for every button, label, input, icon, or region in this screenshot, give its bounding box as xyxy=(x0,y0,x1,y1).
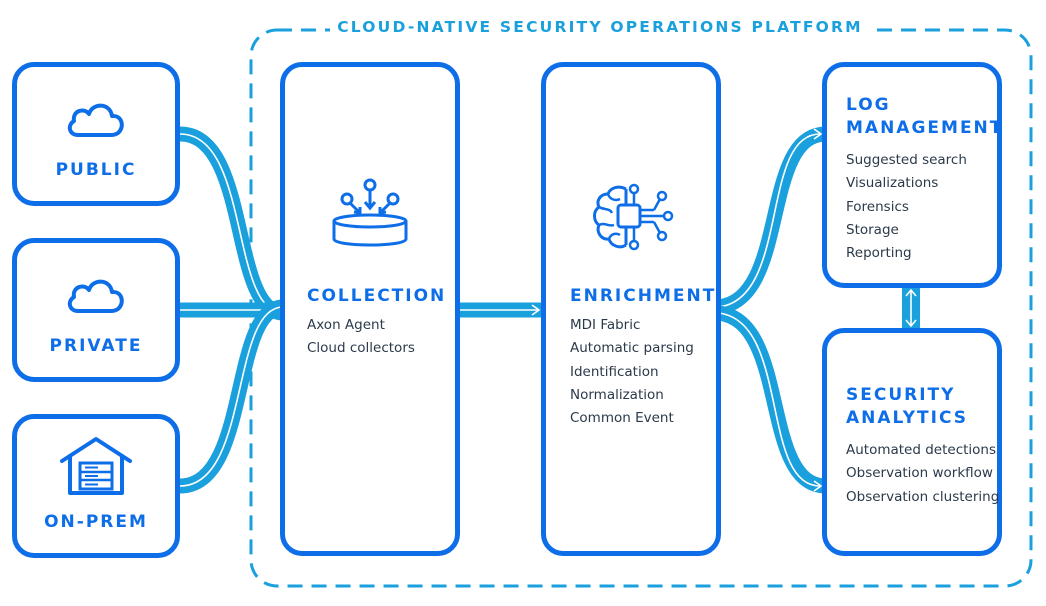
flow-public-to-collection xyxy=(172,126,290,321)
cloud-icon xyxy=(67,103,124,137)
list-item: Automated detections xyxy=(846,442,997,458)
security-analytics-box: SECURITY ANALYTICS Automated detections … xyxy=(822,328,1002,556)
list-item: Forensics xyxy=(846,198,909,215)
log-management-items: Suggested search Visualizations Forensic… xyxy=(846,149,967,265)
security-analytics-title: SECURITY ANALYTICS xyxy=(846,384,968,430)
source-flows xyxy=(172,126,290,494)
list-item: MDI Fabric xyxy=(570,317,641,333)
brain-chip-icon xyxy=(593,183,674,251)
source-box-public: PUBLIC xyxy=(12,62,180,206)
log-management-box: LOG MANAGEMENT Suggested search Visualiz… xyxy=(822,62,1002,288)
collection-tray-icon xyxy=(332,178,408,247)
flow-enrichment-to-security-analytics xyxy=(716,305,827,494)
list-item: Reporting xyxy=(846,245,912,262)
security-analytics-title-line1: SECURITY xyxy=(846,385,956,405)
list-item: Visualizations xyxy=(846,175,939,192)
enrichment-box: ENRICHMENT MDI Fabric Automatic parsing … xyxy=(541,62,721,556)
flow-onprem-to-collection xyxy=(172,299,290,494)
enrichment-items: MDI Fabric Automatic parsing Identificat… xyxy=(570,314,694,430)
source-label-on-prem: ON-PREM xyxy=(44,512,148,532)
list-item: Identification xyxy=(570,363,659,380)
list-item: Normalization xyxy=(570,386,664,403)
source-label-private: PRIVATE xyxy=(49,336,143,356)
list-item: Axon Agent xyxy=(307,317,385,333)
list-item: Cloud collectors xyxy=(307,340,415,357)
source-box-private: PRIVATE xyxy=(12,238,180,382)
list-item: Suggested search xyxy=(846,152,967,168)
security-analytics-items: Automated detections Observation workflo… xyxy=(846,439,999,509)
source-box-on-prem: ON-PREM xyxy=(12,414,180,558)
collection-to-enrichment-flow xyxy=(458,302,544,318)
log-management-title: LOG MANAGEMENT xyxy=(846,94,1003,140)
source-label-public: PUBLIC xyxy=(55,160,137,180)
bidirectional-connector xyxy=(902,288,920,328)
collection-title: COLLECTION xyxy=(307,286,447,306)
building-server-icon xyxy=(60,437,132,495)
cloud-icon xyxy=(67,279,124,313)
log-management-title-line1: LOG xyxy=(846,95,891,115)
list-item: Observation workflow xyxy=(846,465,993,482)
list-item: Storage xyxy=(846,221,899,238)
flow-enrichment-to-log-management xyxy=(716,126,827,315)
list-item: Observation clustering xyxy=(846,488,1000,505)
enrichment-to-outputs-flows xyxy=(716,126,827,494)
collection-items: Axon Agent Cloud collectors xyxy=(307,314,415,361)
enrichment-title: ENRICHMENT xyxy=(570,286,717,306)
list-item: Automatic parsing xyxy=(570,340,694,357)
log-management-title-line2: MANAGEMENT xyxy=(846,118,1004,138)
list-item: Common Event xyxy=(570,410,674,427)
platform-title: CLOUD-NATIVE SECURITY OPERATIONS PLATFOR… xyxy=(330,18,870,36)
collection-box: COLLECTION Axon Agent Cloud collectors xyxy=(280,62,460,556)
security-analytics-title-line2: ANALYTICS xyxy=(846,408,968,428)
